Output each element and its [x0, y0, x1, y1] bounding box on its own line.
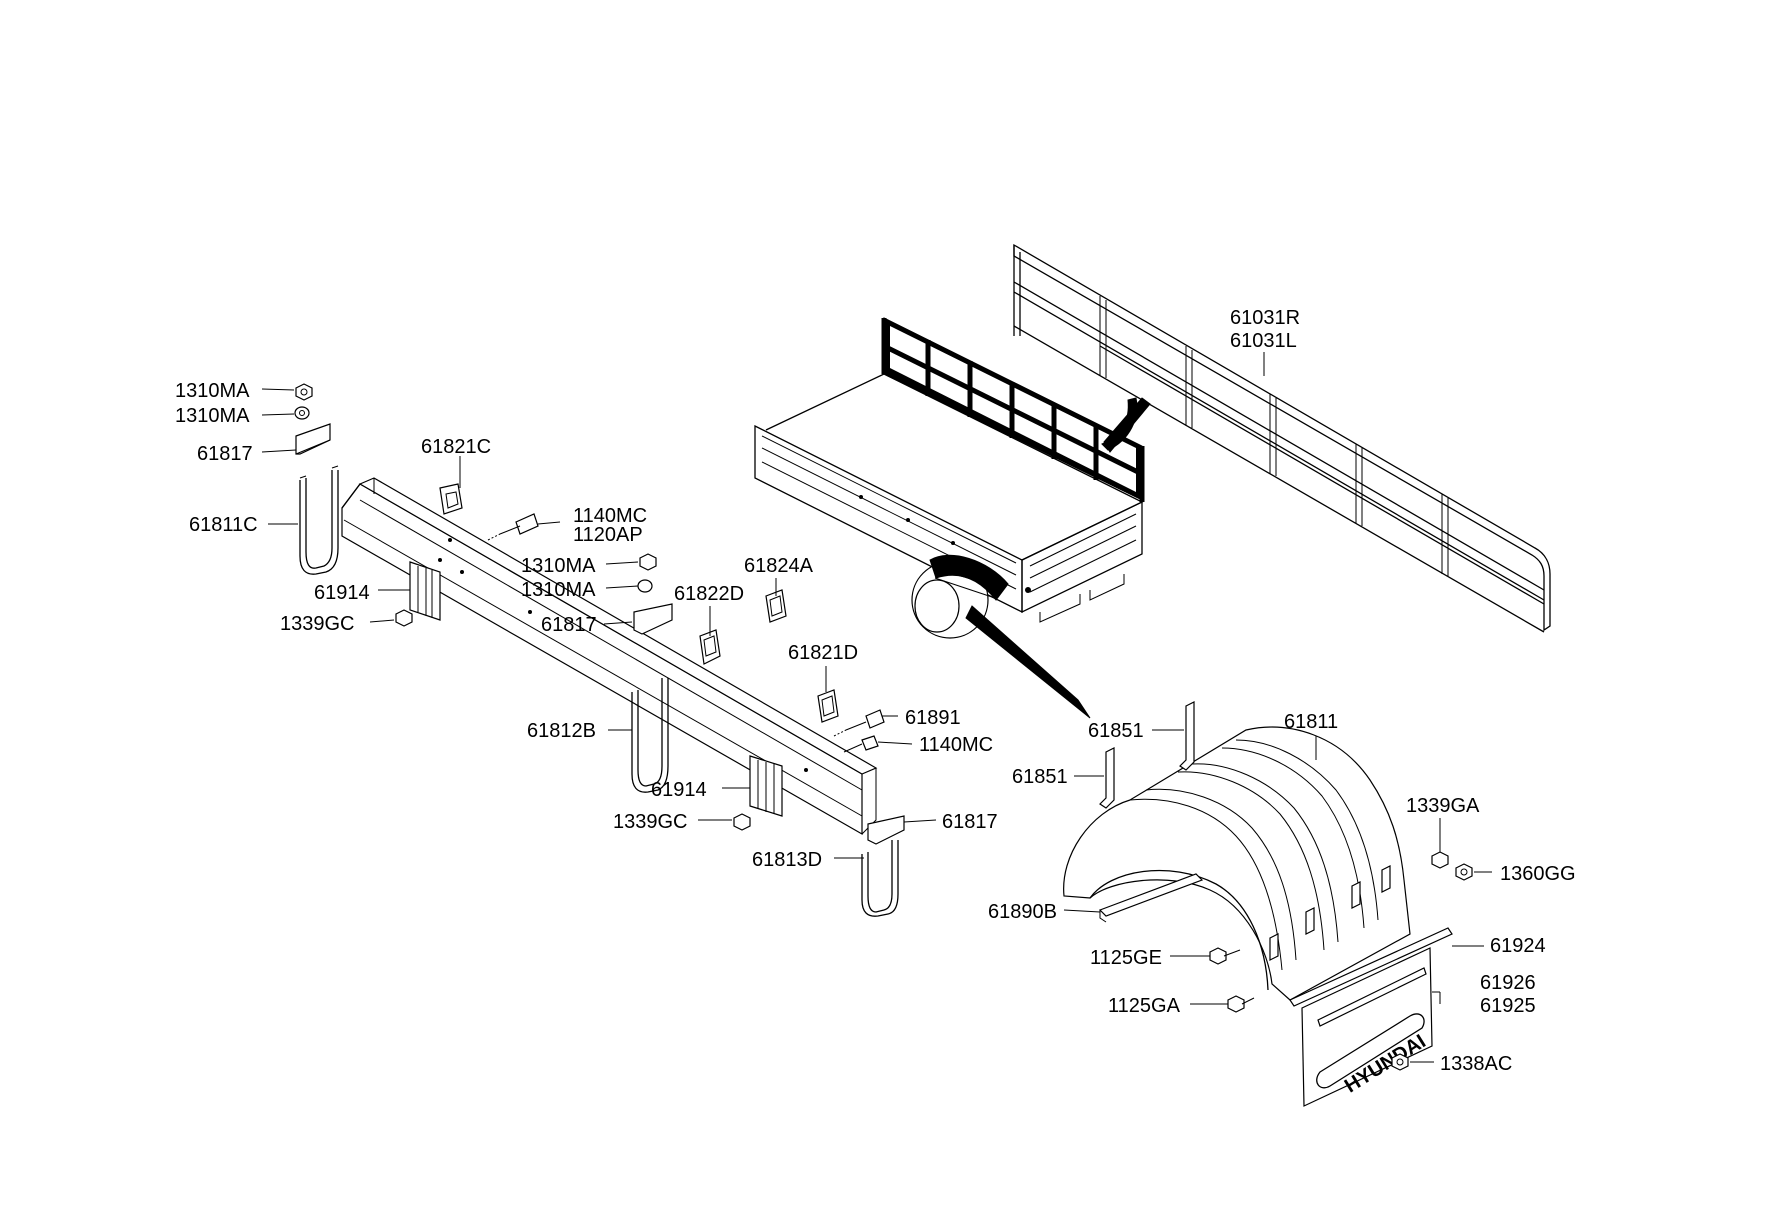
label-61821C: 61821C: [421, 436, 491, 458]
label-61851-a: 61851: [1088, 720, 1144, 742]
leader-lines: [261, 352, 1492, 1063]
label-1310MA-1: 1310MA: [175, 380, 250, 402]
label-1338AC: 1338AC: [1440, 1053, 1512, 1075]
nut-1360GG: [1455, 863, 1473, 881]
label-1360GG: 1360GG: [1500, 863, 1576, 885]
label-1310MA-4: 1310MA: [521, 579, 596, 601]
cargo-cage-grid: [881, 317, 1145, 502]
label-61817-a: 61817: [197, 443, 253, 465]
nut-1310MA-3: [639, 553, 657, 571]
label-61811C: 61811C: [189, 514, 258, 536]
label-1339GC-a: 1339GC: [280, 613, 355, 635]
label-61914-a: 61914: [314, 582, 370, 604]
label-61031L: 61031L: [1230, 330, 1297, 352]
left-hardware-group: [294, 383, 905, 917]
clamp-61914-b: [749, 755, 783, 817]
label-61031R: 61031R: [1230, 307, 1300, 329]
label-61925: 61925: [1480, 995, 1536, 1017]
nut-1339GC-a: [395, 609, 413, 627]
nut-1339GC-b: [733, 813, 751, 831]
label-61817-b: 61817: [541, 614, 597, 636]
label-61890B: 61890B: [988, 901, 1057, 923]
clamp-61914-a: [409, 561, 441, 621]
label-61851-b: 61851: [1012, 766, 1068, 788]
side-rail-61031: [1013, 243, 1551, 633]
fender-assembly: HYUNDAI: [1063, 701, 1473, 1107]
label-61821D: 61821D: [788, 642, 858, 664]
nut-1310MA-2: [294, 406, 310, 420]
nut-1310MA-1: [295, 383, 313, 401]
label-1120AP: 1120AP: [573, 524, 643, 546]
part-labels: 1310MA 1310MA 61817 61811C 61914 1339GC …: [175, 307, 1576, 1075]
label-1310MA-2: 1310MA: [175, 405, 250, 427]
label-61813D: 61813D: [752, 849, 822, 871]
label-61812B: 61812B: [527, 720, 596, 742]
label-61824A: 61824A: [744, 555, 814, 577]
truck-body-overview: [754, 317, 1151, 719]
label-61926: 61926: [1480, 972, 1536, 994]
label-61811: 61811: [1284, 711, 1338, 733]
label-61822D: 61822D: [674, 583, 744, 605]
label-1339GA: 1339GA: [1406, 795, 1480, 817]
bolt-1125GA: [1227, 995, 1255, 1013]
bolt-1125GE: [1209, 947, 1241, 965]
nut-1338AC: [1391, 1053, 1409, 1071]
label-1140MC-b: 1140MC: [919, 734, 993, 756]
nut-1339GA: [1431, 851, 1449, 869]
label-61891: 61891: [905, 707, 961, 729]
label-61817-c: 61817: [942, 811, 998, 833]
nut-1310MA-4: [637, 579, 653, 593]
label-1140MC-a: 1140MC: [573, 505, 647, 527]
label-61914-b: 61914: [651, 779, 707, 801]
label-61924: 61924: [1490, 935, 1546, 957]
label-1125GA: 1125GA: [1108, 995, 1181, 1017]
label-1310MA-3: 1310MA: [521, 555, 596, 577]
label-1339GC-b: 1339GC: [613, 811, 688, 833]
label-1125GE: 1125GE: [1090, 947, 1162, 969]
